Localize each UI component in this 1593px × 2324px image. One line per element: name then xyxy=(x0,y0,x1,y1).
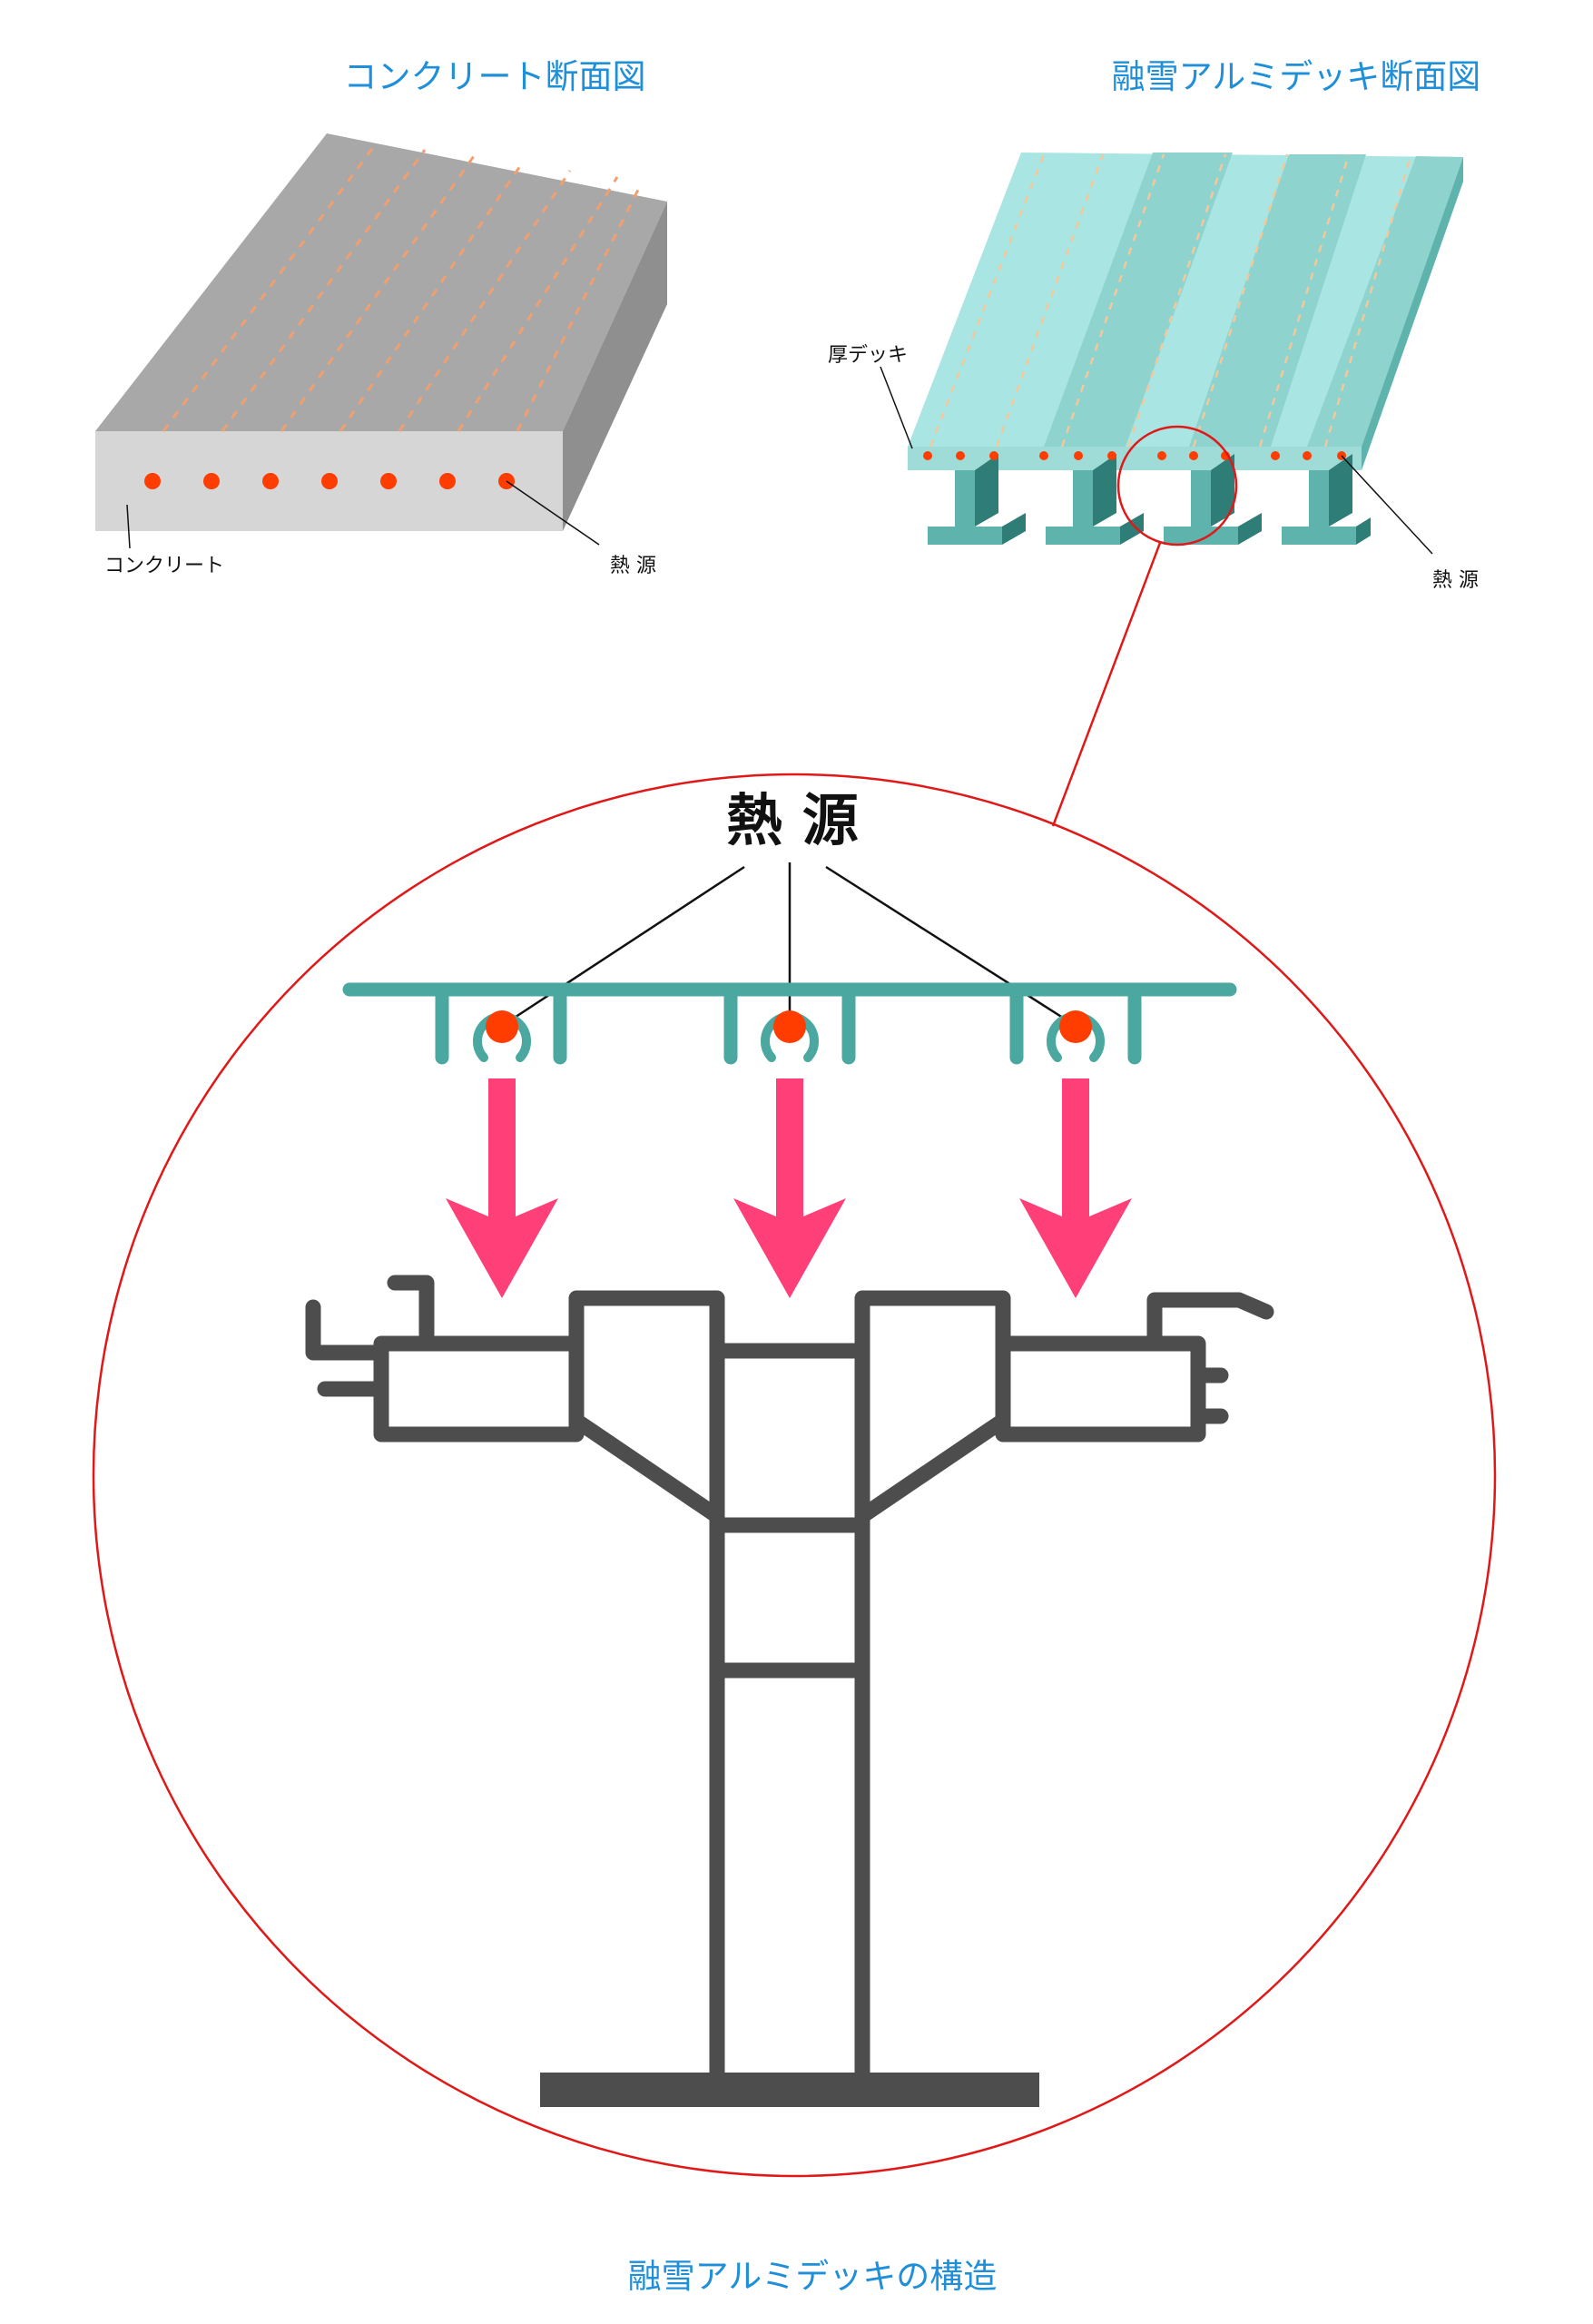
structure-title: 融雪アルミデッキの構造 xyxy=(628,2257,998,2296)
concrete-heat-source-label: 熱 源 xyxy=(610,555,656,577)
heat-source-dot-icon xyxy=(923,451,932,460)
detail-heat-source-label: 熱 源 xyxy=(726,787,859,853)
deck-section-title: 融雪アルミデッキ断面図 xyxy=(1112,57,1481,96)
detail-beam-frame xyxy=(305,1275,1274,2092)
heat-source-dot-icon xyxy=(321,473,338,489)
deck-heat-leader xyxy=(1341,455,1433,555)
concrete-section-title: コンクリート断面図 xyxy=(344,57,646,96)
deck-ribs xyxy=(928,454,1371,545)
heat-source-dot-icon xyxy=(1059,1010,1092,1043)
concrete-top-face xyxy=(95,133,667,431)
concrete-heat-pipes xyxy=(162,142,642,432)
heat-source-dot-icon xyxy=(1303,451,1312,460)
heat-source-dot-icon xyxy=(773,1010,806,1043)
deck-front-plate xyxy=(908,447,1362,470)
heat-source-dot-icon xyxy=(1074,451,1083,460)
heat-source-dot-icon xyxy=(380,473,397,489)
heat-source-dot-icon xyxy=(144,473,161,489)
heat-source-dot-icon xyxy=(1271,451,1280,460)
heat-source-dot-icon xyxy=(989,451,998,460)
detail-beam-base xyxy=(540,2073,1039,2107)
concrete-slab: コンクリート 熱 源 xyxy=(95,133,667,577)
heat-source-dot-icon xyxy=(439,473,456,489)
detail-deck-plate xyxy=(342,982,1237,1065)
heat-source-dot-icon xyxy=(1189,451,1198,460)
deck-heat-dots xyxy=(923,451,1346,460)
down-arrow-icon xyxy=(446,1078,558,1298)
heat-source-dot-icon xyxy=(486,1010,518,1043)
heat-source-dot-icon xyxy=(1039,451,1048,460)
heat-source-dot-icon xyxy=(1157,451,1166,460)
thick-deck-label: 厚デッキ xyxy=(828,344,908,367)
heat-source-dot-icon xyxy=(956,451,965,460)
heat-source-leader xyxy=(506,480,600,546)
heat-flow-arrows xyxy=(446,1078,1132,1298)
zoom-source-circle xyxy=(1116,425,1238,547)
aluminium-deck: 厚デッキ 熱 源 xyxy=(828,153,1479,592)
concrete-side-face xyxy=(563,202,667,531)
deck-heat-pipes xyxy=(929,153,1412,448)
down-arrow-icon xyxy=(733,1078,846,1298)
heat-source-dot-icon xyxy=(262,473,279,489)
concrete-label: コンクリート xyxy=(104,555,224,577)
heat-source-dot-icon xyxy=(1107,451,1116,460)
thick-deck-leader xyxy=(880,366,913,449)
detail-heat-dots xyxy=(486,1010,1092,1043)
zoom-detail-circle xyxy=(92,773,1497,2178)
zoom-connector-line xyxy=(1051,542,1162,827)
down-arrow-icon xyxy=(1019,1078,1132,1298)
deck-heat-source-label: 熱 源 xyxy=(1432,569,1479,592)
detail-heat-leaders xyxy=(501,862,1077,1028)
concrete-leader xyxy=(126,504,131,549)
heat-source-dot-icon xyxy=(203,473,220,489)
